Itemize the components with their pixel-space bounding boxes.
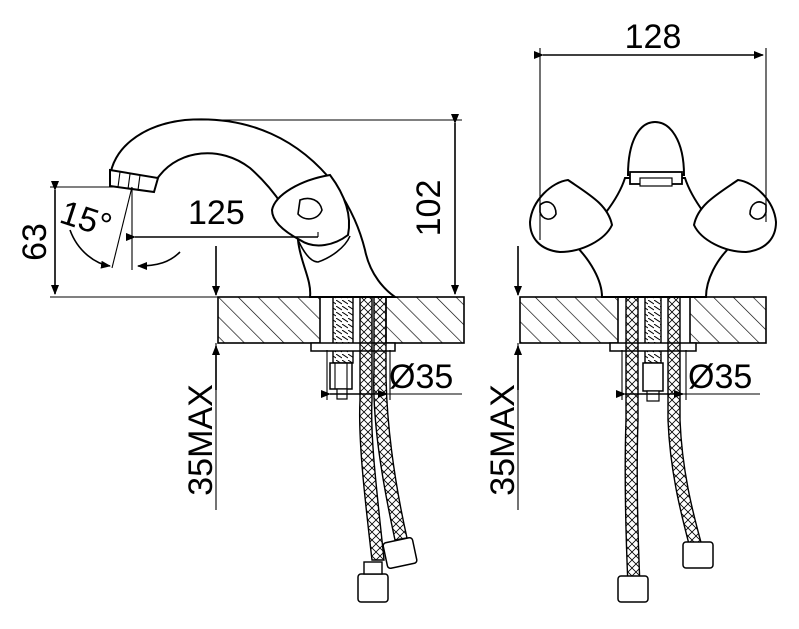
dim-35max-label: 35MAX: [182, 384, 220, 496]
dim-125-label: 125: [188, 194, 245, 232]
dim-63-label: 63: [16, 223, 54, 261]
dim-128-label: 128: [625, 18, 682, 56]
dim-15deg-label: 15°: [56, 193, 117, 245]
dim-dia35-front-label: Ø35: [688, 358, 752, 396]
front-left-handle: [528, 178, 614, 254]
side-faucet-body: [108, 118, 399, 298]
front-right-handle: [692, 178, 778, 254]
side-handle: [270, 173, 351, 247]
dim-35max-front-label: 35MAX: [484, 384, 522, 496]
dim-dia35-side-label: Ø35: [389, 358, 453, 396]
side-view: 63 15° 125 102 35MAX Ø35: [16, 114, 465, 603]
front-view: 128 35MAX Ø35: [484, 18, 778, 603]
dim-102-label: 102: [410, 180, 448, 237]
